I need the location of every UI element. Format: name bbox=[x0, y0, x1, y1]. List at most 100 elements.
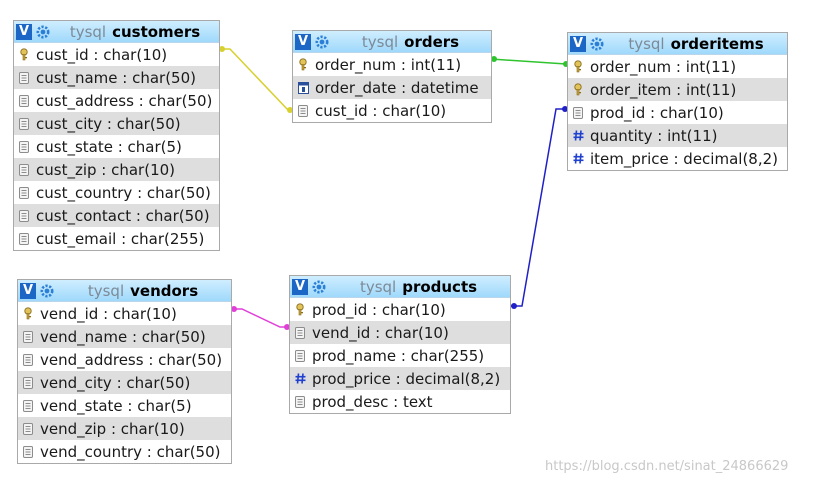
table-name: orders bbox=[404, 32, 460, 51]
gear-icon[interactable] bbox=[311, 279, 327, 295]
column-list: prod_id : char(10)vend_id : char(10) prod… bbox=[290, 298, 510, 413]
view-v-icon: V bbox=[20, 282, 36, 299]
column-row[interactable]: cust_city : char(50) bbox=[14, 112, 219, 135]
column-row[interactable]: cust_id : char(10) bbox=[14, 43, 219, 66]
column-row[interactable]: cust_name : char(50) bbox=[14, 66, 219, 89]
table-name: vendors bbox=[130, 281, 199, 300]
table-header[interactable]: V tysql products bbox=[290, 276, 510, 298]
column-row[interactable]: vend_state : char(5) bbox=[18, 394, 231, 417]
column-row[interactable]: cust_id : char(10) bbox=[293, 99, 491, 122]
table-vendors[interactable]: V tysql vendors vend_id : char(10) vend_na… bbox=[17, 279, 232, 464]
column-label: quantity : int(11) bbox=[590, 126, 718, 145]
column-label: vend_name : char(50) bbox=[40, 327, 206, 346]
view-v-icon: V bbox=[570, 35, 586, 52]
column-label: prod_desc : text bbox=[312, 392, 433, 411]
column-row[interactable]: quantity : int(11) bbox=[568, 124, 787, 147]
column-row[interactable]: cust_email : char(255) bbox=[14, 227, 219, 250]
field-icon bbox=[17, 163, 31, 177]
key-icon bbox=[571, 60, 585, 74]
table-title: tysql vendors bbox=[59, 282, 231, 300]
column-list: order_num : int(11)order_date : datetime… bbox=[293, 53, 491, 122]
column-label: cust_state : char(5) bbox=[36, 137, 182, 156]
database-name: tysql bbox=[69, 22, 107, 41]
column-label: cust_contact : char(50) bbox=[36, 206, 210, 225]
column-row[interactable]: order_num : int(11) bbox=[293, 53, 491, 76]
field-icon bbox=[21, 353, 35, 367]
gear-icon[interactable] bbox=[589, 36, 605, 52]
column-row[interactable]: cust_country : char(50) bbox=[14, 181, 219, 204]
column-row[interactable]: prod_name : char(255) bbox=[290, 344, 510, 367]
gear-icon[interactable] bbox=[39, 283, 55, 299]
table-header[interactable]: V tysql vendors bbox=[18, 280, 231, 302]
column-label: cust_zip : char(10) bbox=[36, 160, 176, 179]
column-row[interactable]: order_item : int(11) bbox=[568, 78, 787, 101]
relation-orders-orderitems bbox=[490, 58, 568, 65]
gear-icon[interactable] bbox=[314, 34, 330, 50]
table-title: tysql products bbox=[331, 278, 510, 296]
table-orders[interactable]: V tysql orders order_num : int(11)order_d… bbox=[292, 30, 492, 123]
column-label: prod_name : char(255) bbox=[312, 346, 485, 365]
column-label: cust_name : char(50) bbox=[36, 68, 196, 87]
column-row[interactable]: vend_id : char(10) bbox=[290, 321, 510, 344]
key-icon bbox=[571, 83, 585, 97]
field-icon bbox=[21, 376, 35, 390]
database-name: tysql bbox=[87, 281, 125, 300]
column-row[interactable]: vend_zip : char(10) bbox=[18, 417, 231, 440]
column-row[interactable]: prod_id : char(10) bbox=[568, 101, 787, 124]
column-row[interactable]: prod_price : decimal(8,2) bbox=[290, 367, 510, 390]
column-row[interactable]: order_num : int(11) bbox=[568, 55, 787, 78]
column-label: cust_address : char(50) bbox=[36, 91, 213, 110]
relation-end-dot bbox=[511, 303, 517, 309]
date-icon bbox=[296, 81, 310, 95]
column-list: order_num : int(11) order_item : int(11) p… bbox=[568, 55, 787, 170]
table-title: tysql orders bbox=[334, 33, 491, 51]
database-name: tysql bbox=[361, 32, 399, 51]
key-icon bbox=[17, 48, 31, 62]
table-name: products bbox=[402, 277, 478, 296]
column-row[interactable]: cust_contact : char(50) bbox=[14, 204, 219, 227]
column-row[interactable]: prod_desc : text bbox=[290, 390, 510, 413]
table-name: orderitems bbox=[670, 34, 764, 53]
column-label: cust_city : char(50) bbox=[36, 114, 181, 133]
column-row[interactable]: vend_country : char(50) bbox=[18, 440, 231, 463]
field-icon bbox=[21, 445, 35, 459]
column-label: order_item : int(11) bbox=[590, 80, 737, 99]
watermark: https://blog.csdn.net/sinat_24866629 bbox=[545, 459, 789, 474]
field-icon bbox=[293, 326, 307, 340]
column-row[interactable]: vend_address : char(50) bbox=[18, 348, 231, 371]
column-label: prod_id : char(10) bbox=[590, 103, 724, 122]
column-label: cust_id : char(10) bbox=[315, 101, 447, 120]
column-label: cust_id : char(10) bbox=[36, 45, 168, 64]
column-label: vend_country : char(50) bbox=[40, 442, 221, 461]
column-label: item_price : decimal(8,2) bbox=[590, 149, 779, 168]
column-row[interactable]: vend_name : char(50) bbox=[18, 325, 231, 348]
view-v-icon: V bbox=[16, 23, 32, 40]
table-products[interactable]: V tysql products prod_id : char(10)vend_i… bbox=[289, 275, 511, 414]
column-row[interactable]: vend_id : char(10) bbox=[18, 302, 231, 325]
column-row[interactable]: cust_address : char(50) bbox=[14, 89, 219, 112]
column-row[interactable]: vend_city : char(50) bbox=[18, 371, 231, 394]
column-list: vend_id : char(10) vend_name : char(50) ve… bbox=[18, 302, 231, 463]
relation-vendors-products bbox=[231, 308, 290, 328]
column-row[interactable]: order_date : datetime bbox=[293, 76, 491, 99]
relation-customers-orders bbox=[219, 48, 292, 111]
table-header[interactable]: V tysql orders bbox=[293, 31, 491, 53]
column-row[interactable]: cust_state : char(5) bbox=[14, 135, 219, 158]
field-icon bbox=[17, 140, 31, 154]
column-row[interactable]: prod_id : char(10) bbox=[290, 298, 510, 321]
view-v-icon: V bbox=[295, 33, 311, 50]
key-icon bbox=[293, 303, 307, 317]
number-icon bbox=[571, 152, 585, 166]
database-name: tysql bbox=[359, 277, 397, 296]
column-label: prod_price : decimal(8,2) bbox=[312, 369, 501, 388]
view-v-icon: V bbox=[292, 278, 308, 295]
column-row[interactable]: cust_zip : char(10) bbox=[14, 158, 219, 181]
field-icon bbox=[17, 71, 31, 85]
column-row[interactable]: item_price : decimal(8,2) bbox=[568, 147, 787, 170]
gear-icon[interactable] bbox=[35, 24, 51, 40]
column-label: vend_city : char(50) bbox=[40, 373, 191, 392]
